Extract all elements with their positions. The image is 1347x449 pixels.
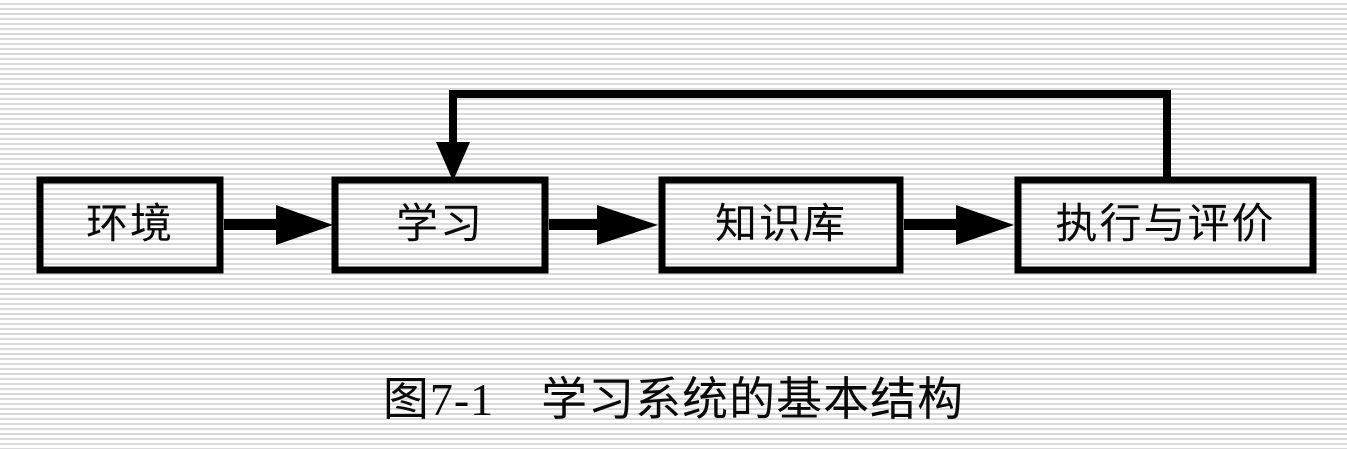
node-label-environment: 环境	[85, 202, 174, 248]
arrow-feedback-execute-to-learning	[436, 90, 1171, 182]
arrow-learning-to-knowledge-base	[549, 205, 658, 245]
node-label-knowledge-base: 知识库	[714, 202, 847, 248]
node-label-learning: 学习	[395, 202, 484, 248]
node-box-learning[interactable]	[331, 176, 549, 274]
figure-caption: 图7-1 学习系统的基本结构	[382, 374, 965, 425]
arrow-knowledge-base-to-execute-evaluate	[904, 205, 1014, 245]
node-box-knowledge-base[interactable]	[658, 176, 904, 274]
node-box-environment[interactable]	[36, 176, 224, 274]
arrow-environment-to-learning	[224, 205, 333, 245]
node-label-execute-evaluate: 执行与评价	[1055, 202, 1276, 248]
